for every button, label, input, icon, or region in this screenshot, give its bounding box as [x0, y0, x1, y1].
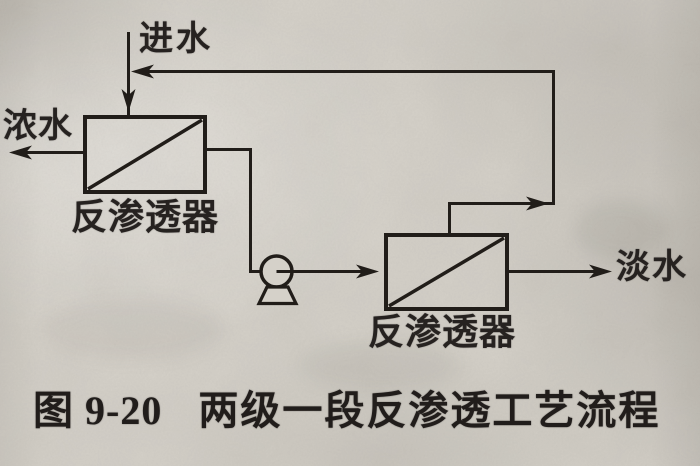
ro-unit-2-label: 反渗透器 — [367, 312, 516, 352]
ro-unit-2-box — [384, 233, 509, 311]
fresh-water-label: 淡水 — [616, 249, 688, 286]
concentrate-left-arrow-icon — [9, 145, 32, 160]
stage1-to-pump-line — [205, 148, 261, 273]
pump-base — [256, 285, 299, 306]
stage2-inlet-right-arrow-icon — [356, 264, 379, 279]
ro-unit-1-label: 反渗透器 — [70, 197, 219, 237]
recycle-corner-right-arrow-icon — [526, 196, 549, 211]
figure-caption: 图 9-20 两级一段反渗透工艺流程 — [33, 391, 683, 431]
recycle-line — [136, 70, 555, 235]
recycle-return-left-arrow-icon — [131, 64, 154, 79]
concentrated-water-label: 浓水 — [3, 108, 73, 145]
feed-water-label: 进水 — [139, 21, 213, 58]
figure-title: 两级一段反渗透工艺流程 — [198, 388, 661, 433]
ro-unit-1-membrane-diagonal — [87, 118, 203, 191]
ro-unit-2-membrane-diagonal — [388, 236, 505, 308]
freshwater-right-arrow-icon — [589, 264, 612, 279]
figure-number: 图 9-20 — [33, 388, 163, 433]
feed-down-arrow-icon — [121, 89, 136, 112]
ro-unit-1-box — [83, 115, 207, 194]
